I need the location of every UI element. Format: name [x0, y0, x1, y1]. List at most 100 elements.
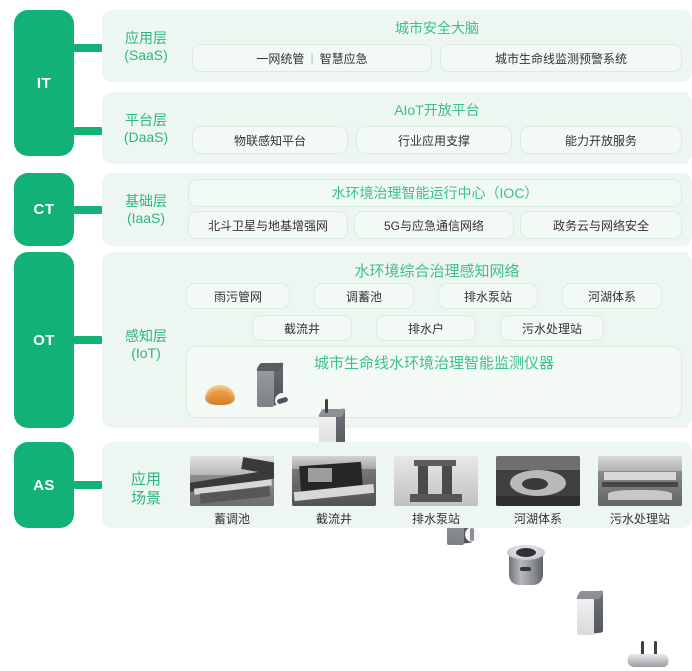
box-front — [577, 595, 594, 635]
layer-label-scene-cn: 应用 — [130, 471, 161, 488]
connector-stub-iot — [74, 336, 102, 344]
pill-text-storage-tank: 调蓄池 — [345, 289, 382, 304]
layer-label-daas-cn: 平台层 — [125, 112, 167, 128]
pill-text-5g: 5G与应急通信网络 — [383, 218, 484, 233]
pill-text-sewage-treatment: 污水处理站 — [521, 321, 582, 336]
layer-label-iaas: 基础层 (IaaS) — [110, 193, 182, 227]
pillar-ot[interactable]: OT — [14, 252, 74, 428]
white-cabinet-device — [575, 589, 605, 635]
pill-yiwangtongguan-zhihuiyingji[interactable]: 一网统管 | 智慧应急 — [192, 44, 432, 72]
panel-platform-layer: 平台层 (DaaS) AIoT开放平台 物联感知平台 行业应用支撑 能力开放服务 — [102, 92, 692, 164]
panel-title-iot: 水环境综合治理感知网络 — [354, 263, 520, 280]
pill-rain-sewage-network[interactable]: 雨污管网 — [186, 283, 290, 309]
intercepting-well-photo — [292, 456, 376, 506]
pill-drainage-household[interactable]: 排水户 — [376, 315, 476, 341]
layer-label-saas: 应用层 (SaaS) — [110, 30, 182, 64]
probe-accessory — [465, 527, 480, 542]
pill-text-yiwangtongguan: 一网统管 — [256, 51, 305, 66]
pillar-it[interactable]: IT — [14, 10, 74, 156]
pillar-ct-label: CT — [33, 201, 55, 218]
gateway-router-device — [625, 641, 671, 671]
pill-storage-tank[interactable]: 调蓄池 — [314, 283, 414, 309]
panel-application-scenarios: 应用 场景 蓄调池 截流井 排水泵站 — [102, 442, 692, 528]
pill-drainage-pump-station[interactable]: 排水泵站 — [438, 283, 538, 309]
layer-label-scene: 应用 场景 — [110, 470, 182, 508]
pill-text-intercepting-well: 截流井 — [283, 321, 320, 336]
pill-sewage-treatment-station[interactable]: 污水处理站 — [500, 315, 604, 341]
pill-capability-open-service[interactable]: 能力开放服务 — [520, 126, 682, 154]
layer-label-iot: 感知层 (IoT) — [110, 328, 182, 362]
architecture-diagram: IT CT OT AS 应用层 (SaaS) 城市安全大脑 一网统管 | 智慧应… — [14, 10, 692, 667]
connector-stub-scene — [74, 481, 102, 489]
pill-city-lifeline-monitoring[interactable]: 城市生命线监测预警系统 — [440, 44, 682, 72]
scene-label-storage-tank: 蓄调池 — [213, 512, 250, 526]
pillar-as-label: AS — [33, 476, 55, 494]
layer-label-scene-en: 场景 — [130, 490, 161, 507]
layer-label-daas: 平台层 (DaaS) — [110, 112, 182, 146]
pill-text-gov-cloud: 政务云与网络安全 — [552, 218, 649, 233]
panel-infrastructure-layer: 基础层 (IaaS) 水环境治理智能运行中心（IOC） 北斗卫星与地基增强网 5… — [102, 173, 692, 246]
chip-accessory — [275, 393, 290, 408]
cylinder-hole — [516, 548, 536, 557]
river-lake-photo — [496, 456, 580, 506]
pill-text-beidou: 北斗卫星与地基增强网 — [207, 218, 328, 233]
pill-text-industry-app: 行业应用支撑 — [397, 133, 470, 148]
pill-text-drainage-household: 排水户 — [407, 321, 444, 336]
cylinder-slot — [520, 567, 531, 571]
layer-label-iaas-cn: 基础层 — [125, 193, 167, 209]
pill-river-lake-system[interactable]: 河湖体系 — [562, 283, 662, 309]
pill-5g-emergency-network[interactable]: 5G与应急通信网络 — [354, 211, 514, 239]
layer-label-saas-en: (SaaS) — [124, 47, 168, 63]
storage-tank-photo — [190, 456, 274, 506]
router-body — [625, 654, 671, 667]
panel-title-daas: AIoT开放平台 — [394, 102, 480, 118]
instrument-panel: 城市生命线水环境治理智能监测仪器 — [186, 346, 682, 667]
pill-text-river-lake: 河湖体系 — [587, 289, 636, 304]
box-top — [317, 409, 347, 417]
panel-title-saas: 城市安全大脑 — [395, 20, 479, 36]
layer-label-iot-cn: 感知层 — [125, 328, 167, 344]
connector-stub-iaas — [74, 206, 102, 214]
box-front — [257, 367, 274, 407]
pill-intercepting-well[interactable]: 截流井 — [252, 315, 352, 341]
instrument-panel-title: 城市生命线水环境治理智能监测仪器 — [313, 355, 554, 372]
pill-text-ioc: 水环境治理智能运行中心（IOC） — [331, 185, 539, 201]
layer-label-iaas-en: (IaaS) — [126, 210, 166, 226]
scene-label-river-lake: 河湖体系 — [513, 512, 562, 526]
scene-label-pump-station: 排水泵站 — [411, 512, 460, 526]
box-top — [575, 591, 605, 599]
pill-text-city-lifeline: 城市生命线监测预警系统 — [494, 51, 627, 66]
gray-box-sensor-device — [255, 361, 290, 408]
pill-text-capability-open: 能力开放服务 — [564, 133, 637, 148]
pillar-ot-label: OT — [33, 331, 55, 349]
dome-sensor-shape — [205, 385, 235, 405]
pill-text-rain-sewage: 雨污管网 — [213, 289, 262, 304]
pill-text-pump-station: 排水泵站 — [463, 289, 512, 304]
panel-sensing-layer: 感知层 (IoT) 水环境综合治理感知网络 雨污管网 调蓄池 排水泵站 河湖体系… — [102, 252, 692, 667]
pill-industry-app-support[interactable]: 行业应用支撑 — [356, 126, 512, 154]
manhole-cylinder-sensor-device — [507, 545, 545, 589]
layer-label-iot-en: (IoT) — [131, 345, 161, 361]
panel-application-layer: 应用层 (SaaS) 城市安全大脑 一网统管 | 智慧应急 城市生命线监测预警系… — [102, 10, 692, 82]
connector-stub-saas — [74, 44, 102, 52]
pill-text-iot-sensing: 物联感知平台 — [233, 133, 306, 148]
scene-label-sewage-plant: 污水处理站 — [609, 512, 670, 526]
pill-gov-cloud-security[interactable]: 政务云与网络安全 — [520, 211, 682, 239]
pillar-it-label: IT — [36, 74, 52, 92]
box-top — [255, 363, 285, 371]
pillar-ct[interactable]: CT — [14, 173, 74, 246]
scene-label-intercepting-well: 截流井 — [315, 512, 352, 526]
layer-label-saas-cn: 应用层 — [125, 30, 167, 46]
connector-stub-daas — [74, 127, 102, 135]
sewage-plant-photo — [598, 456, 682, 506]
pill-ioc-title[interactable]: 水环境治理智能运行中心（IOC） — [188, 179, 682, 207]
pill-iot-sensing-platform[interactable]: 物联感知平台 — [192, 126, 348, 154]
dome-sensor-device — [205, 385, 235, 405]
pump-station-photo — [394, 456, 478, 506]
layer-label-daas-en: (DaaS) — [123, 129, 169, 145]
pill-separator: | — [310, 51, 314, 65]
pill-text-zhihuiyingji: 智慧应急 — [319, 51, 368, 66]
pillar-as[interactable]: AS — [14, 442, 74, 528]
pill-beidou-satellite-network[interactable]: 北斗卫星与地基增强网 — [188, 211, 348, 239]
antenna-icon — [325, 399, 328, 413]
